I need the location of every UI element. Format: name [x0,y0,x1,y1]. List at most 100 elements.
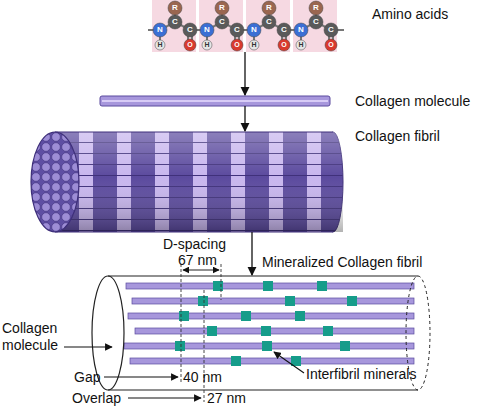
atom-circle [231,39,243,51]
d-spacing-marker [183,270,219,271]
dimension-lines [181,264,221,402]
node-label: Collagen molecule [355,93,470,109]
atom-circle [324,23,338,37]
d-spacing-marker [183,270,219,271]
atom-letter: R [215,1,229,15]
mineral-crystals [175,341,185,351]
atom-letter: C [215,15,229,29]
dimension-lines [181,264,182,384]
collagen-molecule-rows [128,313,414,319]
mineral-crystals [231,356,241,366]
flow-arrow [244,106,245,131]
mineral-crystals [213,281,223,291]
residue-backgrounds [246,0,290,52]
dimension-title: Gap [74,369,100,385]
node-label: Collagen fibril [355,128,440,144]
atom-letter: O [277,38,291,52]
leader-arrows [274,352,304,373]
atom-letter: C [277,23,291,37]
atom-letter: H [247,38,261,52]
collagen-fibril-cylinder [31,132,343,232]
atom-letter: C [324,23,338,37]
atom-circle [153,23,167,37]
residue-backgrounds [199,0,243,52]
collagen-molecule-rod [100,96,330,106]
mineral-crystals [285,296,295,306]
atom-letter: C [183,23,197,37]
atom-letter: O [324,38,338,52]
collagen-molecule-rows [135,328,414,334]
mineral-crystals [340,341,350,351]
atom-circles [153,1,338,51]
atom-letter: C [230,23,244,37]
atom-letter: N [153,23,167,37]
mineral-crystals [323,326,333,336]
atom-circle [247,23,261,37]
collagen-molecule-rows [130,358,414,364]
atom-circle [262,1,276,15]
dimension-value: 67 nm [178,252,217,268]
cylinder-outline [108,276,418,390]
mineral-crystals [262,341,272,351]
mineral-crystals [207,326,217,336]
atom-circle [215,15,229,29]
atom-circle [278,39,290,51]
collagen-fibril: Collagen fibril [31,132,343,232]
atom-letter: R [309,1,323,15]
collagen-molecule: Collagen molecule [100,96,330,106]
atom-circle [168,1,182,15]
collagen-fibril-cylinder [55,132,343,232]
atom-letter: C [309,15,323,29]
collagen-fibril-cylinder [55,232,333,233]
dimension-lines [204,290,205,402]
collagen-fibril-cylinder [55,132,333,133]
atom-letter: H [294,38,308,52]
dimension-title: D-spacing [163,236,226,252]
atom-circle [294,23,308,37]
mineral-crystals [295,311,305,321]
atom-circle [277,23,291,37]
flow-arrow [251,232,252,275]
atom-letter: C [168,15,182,29]
dimension-value: 27 nm [207,390,246,406]
flow-arrow [244,52,245,95]
mineralized-fibril-cylinder [92,276,430,390]
atom-letter: R [168,1,182,15]
mineral-crystals [175,281,357,366]
atom-letter: H [200,38,214,52]
mineral-crystals [179,311,189,321]
collagen-molecule-rod [102,100,328,102]
collagen-molecule-rows [132,298,414,304]
mineral-crystals [261,326,271,336]
atom-letter: C [262,15,276,29]
mineral-crystals [198,296,208,306]
collagen-molecule-rows [124,283,414,364]
dimension-title: Overlap [72,390,121,406]
collagen-fibril-cylinder [31,132,79,232]
atom-circle [184,39,196,51]
atom-circle [309,1,323,15]
part-label: Collagen molecule [2,320,64,354]
mineral-crystals [347,296,357,306]
mineral-crystals [317,281,327,291]
atom-letter: N [200,23,214,37]
part-label: Interfibril minerals [306,366,416,382]
mineral-crystals [241,311,251,321]
atom-circle [309,15,323,29]
atom-letter: H [153,38,167,52]
atom-letter: N [247,23,261,37]
atom-letter: O [183,38,197,52]
atom-circle [200,23,214,37]
atom-circle [168,15,182,29]
leader-arrows [64,346,112,347]
node-label: Amino acids [372,6,448,22]
atom-circle [262,15,276,29]
leader-arrows [128,397,201,398]
atom-circle [230,23,244,37]
leader-arrows [104,376,178,377]
dimension-value: 40 nm [183,369,222,385]
atom-letter: R [262,1,276,15]
